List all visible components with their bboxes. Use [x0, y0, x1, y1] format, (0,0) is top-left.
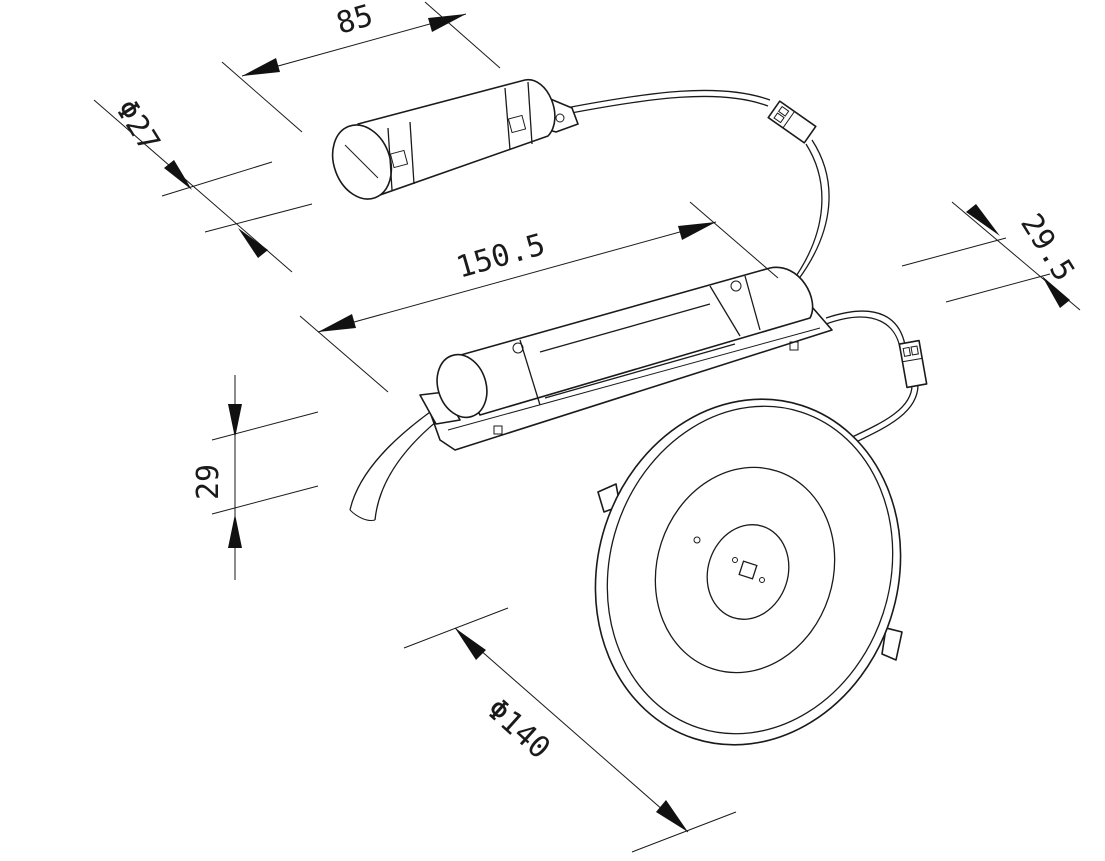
- dimension-battery-length: 85: [221, 0, 501, 133]
- cables: [349, 89, 919, 521]
- lamp-sensor: [693, 536, 701, 544]
- upper-connector-body: [767, 100, 817, 144]
- dimension-battery-diameter: Φ27: [93, 94, 313, 273]
- lamp-lens-ring: [654, 466, 836, 674]
- lamp-rim: [594, 398, 902, 746]
- dimension-battery-length-label: 85: [333, 0, 377, 42]
- lamp-clip-right: [881, 627, 903, 661]
- battery-pack: [331, 79, 579, 200]
- dimension-driver-height-label: 29: [191, 464, 226, 500]
- lower-connector-body: [898, 339, 928, 389]
- lamp-led-ring: [706, 524, 790, 620]
- battery-cable-a: [565, 89, 771, 109]
- driver-cable-b: [825, 316, 901, 349]
- dimension-driver-length-label: 150.5: [453, 227, 549, 286]
- lamp-led-chip: [738, 560, 758, 580]
- driver-screw-right: [730, 280, 742, 292]
- mains-cable-end: [349, 509, 376, 521]
- driver-body: [449, 266, 814, 416]
- driver-flange: [419, 391, 461, 425]
- battery-cable-b: [565, 95, 769, 115]
- lamp-cable-b: [843, 384, 913, 442]
- dimension-driver-width: 29.5: [901, 201, 1081, 311]
- connector-cable-b: [791, 143, 823, 283]
- driver-screw-left: [512, 342, 524, 354]
- driver-end-cap: [436, 353, 488, 419]
- battery-body: [357, 79, 556, 196]
- dimension-lamp-diameter-label: Φ140: [480, 692, 557, 766]
- dimension-battery-diameter-label: Φ27: [108, 94, 166, 159]
- dimension-driver-height: 29: [191, 375, 319, 580]
- connector-cable-a: [797, 139, 830, 281]
- driver-cable-a: [825, 310, 906, 346]
- lower-connector: [898, 339, 928, 389]
- dimension-driver-width-label: 29.5: [1013, 208, 1081, 288]
- driver-box: [419, 266, 833, 451]
- upper-connector: [767, 100, 817, 144]
- lamp-cable-a: [849, 384, 919, 446]
- lamp: [594, 398, 903, 746]
- lamp-rim-inner: [606, 405, 894, 735]
